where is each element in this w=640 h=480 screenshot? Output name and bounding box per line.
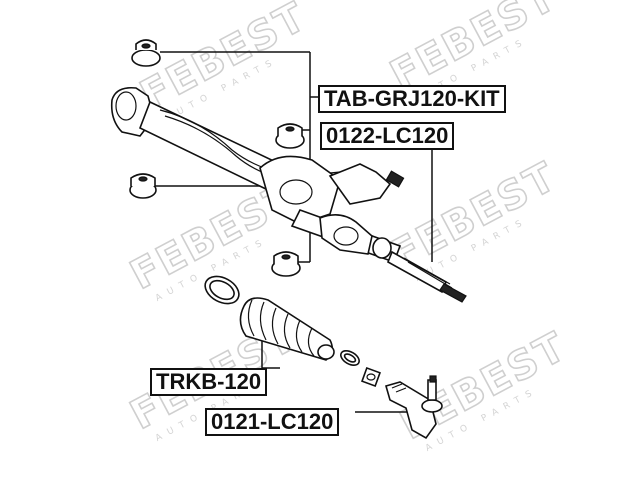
boot-clamp [204, 275, 240, 305]
tie-rod-end [385, 375, 443, 440]
watermark-brand: FEBEST [383, 0, 564, 99]
label-rack-end: 0122-LC120 [320, 122, 455, 150]
rack-end-rod [372, 237, 467, 303]
label-boot: TRKB-120 [150, 368, 268, 396]
bushing-top [131, 39, 161, 67]
rack-boot [239, 297, 335, 361]
label-mount-kit: TAB-GRJ120-KIT [318, 85, 506, 113]
bushing-left-low [129, 173, 157, 199]
label-tie-rod-end: 0121-LC120 [205, 408, 340, 436]
watermark-brand: FEBEST [383, 153, 564, 278]
small-clip [340, 349, 360, 367]
bushing-mid [275, 123, 305, 149]
bushing-bottom [271, 251, 301, 277]
watermark-tile: FEBEST AUTO PARTS [392, 323, 575, 454]
lock-nut [361, 367, 381, 387]
mount-bushings [129, 39, 305, 277]
